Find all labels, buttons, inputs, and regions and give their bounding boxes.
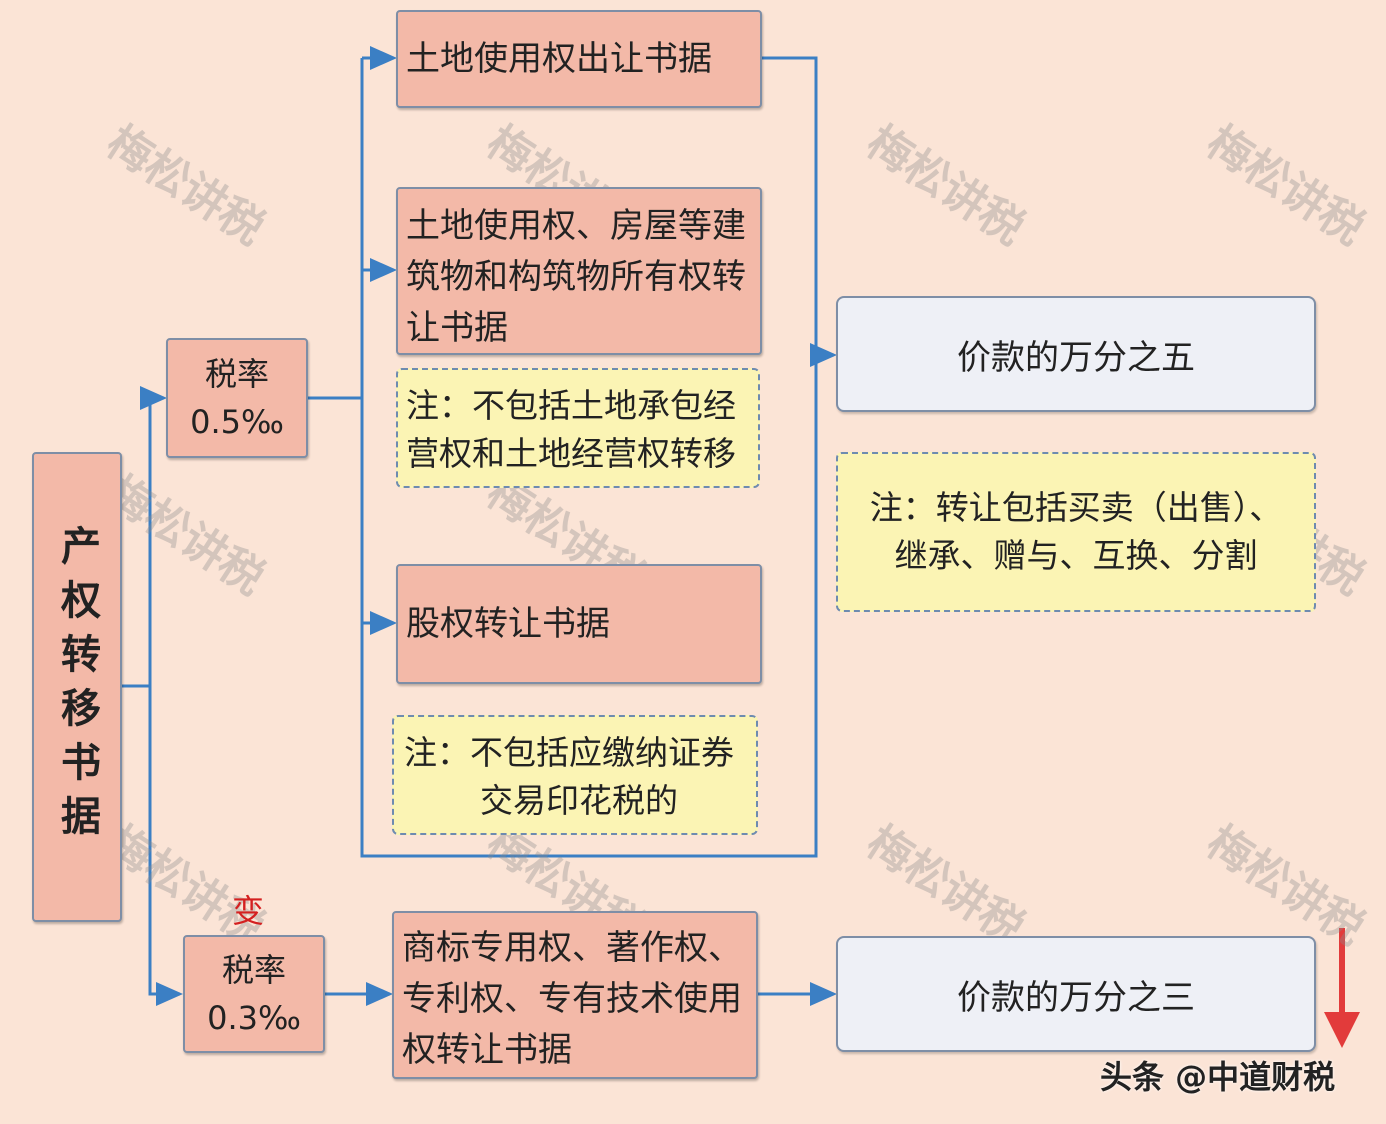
note-land-contract-exclusion: 注：不包括土地承包经营权和土地经营权转移 xyxy=(396,368,760,488)
item-land-use-grant: 土地使用权出让书据 xyxy=(396,10,762,108)
connector-root-trunk xyxy=(122,398,152,688)
rate-low-node: 税率 0.3‰ xyxy=(183,935,325,1053)
item-land-use-grant-label: 土地使用权出让书据 xyxy=(406,38,712,79)
item-equity-transfer-label: 股权转让书据 xyxy=(406,603,610,644)
item-property-transfer-label: 土地使用权、房屋等建筑物和构筑物所有权转让书据 xyxy=(406,206,746,348)
root-node: 产权转移书据 xyxy=(32,452,122,922)
footer-brand: 头条 @中道财税 xyxy=(1100,1058,1336,1096)
note-transfer-includes-line2: 继承、赠与、互换、分割 xyxy=(894,536,1258,575)
result-five-label: 价款的万分之五 xyxy=(957,337,1195,378)
root-label: 产权转移书据 xyxy=(54,525,100,849)
change-mark: 变 xyxy=(232,892,265,930)
rate-low-value: 0.3‰ xyxy=(207,999,301,1037)
connector-root-to-rate-low xyxy=(148,686,183,1006)
item-equity-transfer: 股权转让书据 xyxy=(396,564,762,684)
rate-high-node: 税率 0.5‰ xyxy=(166,338,308,458)
note-transfer-includes: 注：转让包括买卖（出售）、 继承、赠与、互换、分割 xyxy=(836,452,1316,612)
rate-low-label: 税率 xyxy=(221,951,286,989)
note-transfer-includes-line1: 注：转让包括买卖（出售）、 xyxy=(869,488,1283,528)
note-securities-exclusion-line2: 交易印花税的 xyxy=(480,780,678,820)
item-ip-transfer-label: 商标专用权、著作权、专利权、专有技术使用权转让书据 xyxy=(402,928,742,1070)
rate-high-value: 0.5‰ xyxy=(190,403,284,441)
item-property-transfer: 土地使用权、房屋等建筑物和构筑物所有权转让书据 xyxy=(396,187,762,355)
item-ip-transfer: 商标专用权、著作权、专利权、专有技术使用权转让书据 xyxy=(392,911,758,1079)
connector-upper-vertical xyxy=(360,56,818,858)
result-three-per-ten-thousand: 价款的万分之三 xyxy=(836,936,1316,1052)
note-securities-exclusion: 注：不包括应缴纳证券 交易印花税的 xyxy=(392,715,758,835)
note-land-contract-exclusion-text: 注：不包括土地承包经营权和土地经营权转移 xyxy=(406,386,736,473)
rate-high-label: 税率 xyxy=(204,355,269,393)
result-five-per-ten-thousand: 价款的万分之五 xyxy=(836,296,1316,412)
note-securities-exclusion-line1: 注：不包括应缴纳证券 xyxy=(404,733,734,772)
result-three-label: 价款的万分之三 xyxy=(957,977,1195,1018)
